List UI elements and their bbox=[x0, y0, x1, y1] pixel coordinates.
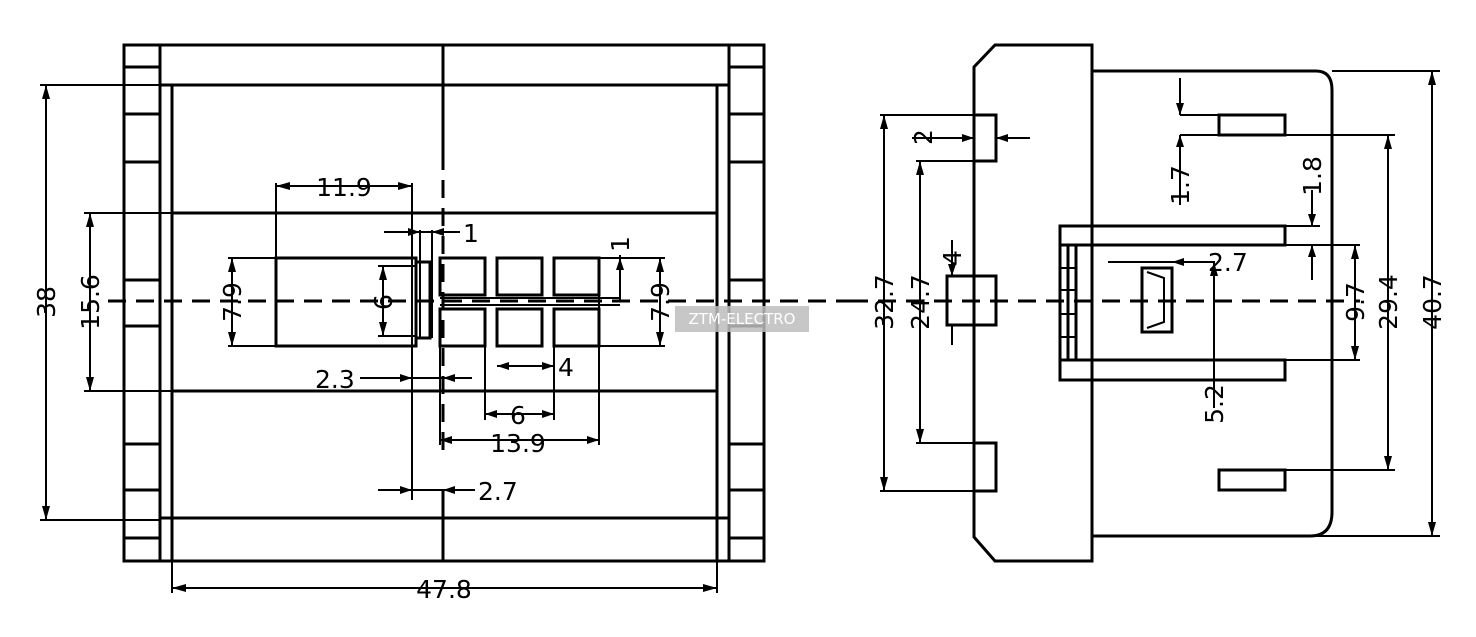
dim-1-right: 1 bbox=[606, 236, 635, 252]
dim-1-7: 1.7 bbox=[1166, 165, 1195, 205]
dim-13-9: 13.9 bbox=[490, 429, 546, 458]
dim-2-3: 2.3 bbox=[315, 365, 355, 394]
dim-5-2: 5.2 bbox=[1200, 384, 1229, 424]
dim-4-side: 4 bbox=[938, 250, 967, 266]
dim-2-7-side: 2.7 bbox=[1208, 248, 1248, 277]
dim-7-9-right: 7.9 bbox=[646, 282, 675, 322]
dim-6-vertical: 6 bbox=[369, 294, 398, 310]
dim-47-8: 47.8 bbox=[416, 575, 472, 604]
front-view: 47.8 11.9 1 2.3 4 6 13.9 2.7 38 15.6 7.9… bbox=[32, 43, 850, 604]
dim-32-7: 32.7 bbox=[870, 274, 899, 330]
dim-40-7: 40.7 bbox=[1418, 274, 1447, 330]
side-view: 2 4 32.7 24.7 1.7 1.8 2.7 5.2 9.7 29.4 4… bbox=[850, 43, 1447, 563]
dim-38: 38 bbox=[32, 286, 61, 318]
dim-29-4: 29.4 bbox=[1374, 274, 1403, 330]
dim-6-horizontal: 6 bbox=[510, 401, 526, 430]
dim-11-9: 11.9 bbox=[316, 173, 372, 202]
dim-2-7-front: 2.7 bbox=[478, 477, 518, 506]
dim-7-9-left: 7.9 bbox=[218, 282, 247, 322]
dim-15-6: 15.6 bbox=[76, 274, 105, 330]
watermark: ZTM-ELECTRO bbox=[675, 306, 809, 332]
watermark-text: ZTM-ELECTRO bbox=[689, 310, 796, 328]
side-arrowheads bbox=[880, 71, 1436, 536]
dim-1-8: 1.8 bbox=[1298, 156, 1327, 196]
dim-4: 4 bbox=[558, 353, 574, 382]
dim-2-side: 2 bbox=[909, 129, 938, 145]
side-bottom-tab bbox=[1217, 468, 1287, 492]
dim-9-7: 9.7 bbox=[1341, 282, 1370, 322]
dim-1-top: 1 bbox=[463, 219, 479, 248]
front-arrowheads bbox=[42, 85, 717, 592]
side-outer-profile bbox=[972, 43, 1334, 563]
dim-24-7: 24.7 bbox=[906, 274, 935, 330]
side-top-tab bbox=[1217, 113, 1287, 137]
